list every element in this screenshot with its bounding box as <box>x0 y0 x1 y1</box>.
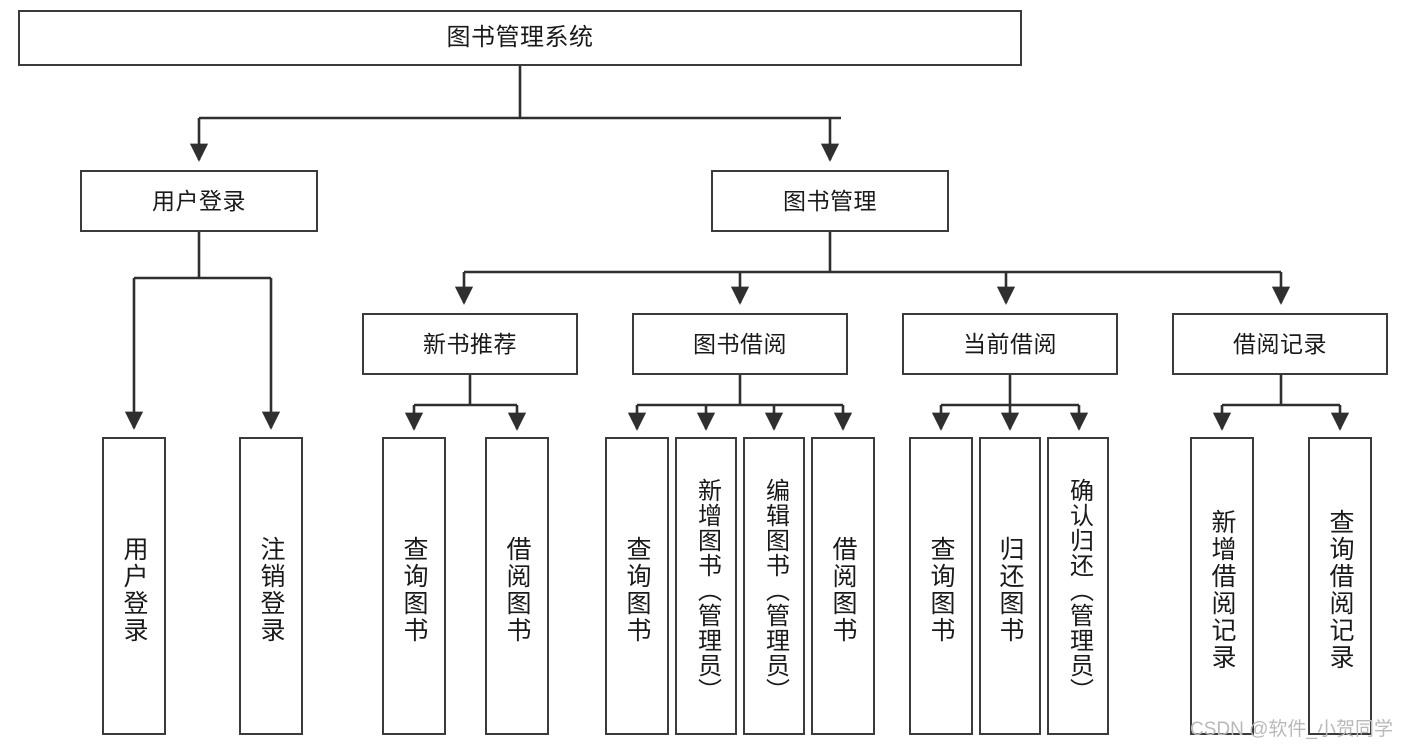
node-label: 查询图书 <box>400 536 428 644</box>
node-label: 图书管理 <box>783 187 877 214</box>
node-label: 用户登录 <box>152 187 246 214</box>
node-label: 编辑图书（管理员） <box>761 477 789 703</box>
node-new-book-recommend[interactable]: 新书推荐 <box>362 313 578 375</box>
node-book-management[interactable]: 图书管理 <box>711 170 949 232</box>
node-borrow-record[interactable]: 借阅记录 <box>1172 313 1388 375</box>
leaf-logout-login[interactable]: 注销登录 <box>239 437 303 735</box>
leaf-borrow-book-recommend[interactable]: 借阅图书 <box>485 437 549 735</box>
node-label: 新增图书（管理员） <box>693 477 721 703</box>
node-label: 注销登录 <box>257 536 285 644</box>
node-label: 查询借阅记录 <box>1326 509 1354 671</box>
node-label: 借阅记录 <box>1233 330 1327 357</box>
node-current-borrow[interactable]: 当前借阅 <box>902 313 1118 375</box>
leaf-confirm-return-admin[interactable]: 确认归还（管理员） <box>1047 437 1109 735</box>
node-label: 新书推荐 <box>423 330 517 357</box>
leaf-add-borrow-record[interactable]: 新增借阅记录 <box>1190 437 1254 735</box>
leaf-query-book-recommend[interactable]: 查询图书 <box>382 437 446 735</box>
node-label: 图书借阅 <box>693 330 787 357</box>
node-label: 图书管理系统 <box>446 24 594 52</box>
leaf-borrow-book[interactable]: 借阅图书 <box>811 437 875 735</box>
node-label: 借阅图书 <box>829 536 857 644</box>
node-label: 当前借阅 <box>963 330 1057 357</box>
leaf-edit-book-admin[interactable]: 编辑图书（管理员） <box>743 437 805 735</box>
node-label: 归还图书 <box>996 536 1024 644</box>
node-user-login[interactable]: 用户登录 <box>80 170 318 232</box>
leaf-query-borrow-record[interactable]: 查询借阅记录 <box>1308 437 1372 735</box>
leaf-user-login[interactable]: 用户登录 <box>102 437 166 735</box>
leaf-query-book-borrow[interactable]: 查询图书 <box>605 437 669 735</box>
node-label: 确认归还（管理员） <box>1065 477 1093 703</box>
node-label: 用户登录 <box>120 536 148 644</box>
node-label: 查询图书 <box>927 536 955 644</box>
leaf-add-book-admin[interactable]: 新增图书（管理员） <box>675 437 737 735</box>
node-label: 查询图书 <box>623 536 651 644</box>
node-root-book-management-system[interactable]: 图书管理系统 <box>18 10 1022 66</box>
node-label: 新增借阅记录 <box>1208 509 1236 671</box>
node-book-borrow[interactable]: 图书借阅 <box>632 313 848 375</box>
node-label: 借阅图书 <box>503 536 531 644</box>
leaf-query-book-current[interactable]: 查询图书 <box>909 437 973 735</box>
leaf-return-book[interactable]: 归还图书 <box>979 437 1041 735</box>
